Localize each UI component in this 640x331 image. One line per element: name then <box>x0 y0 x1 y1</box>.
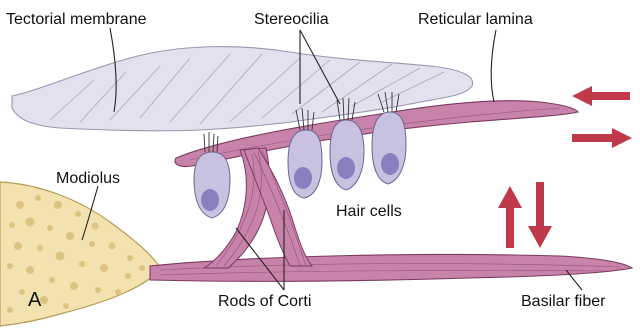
arrow-up-icon <box>498 186 522 248</box>
label-tectorial-membrane: Tectorial membrane <box>6 11 147 28</box>
arrow-left-icon <box>572 86 630 106</box>
label-reticular-lamina: Reticular lamina <box>418 11 533 28</box>
panel-letter: A <box>28 289 42 311</box>
label-rods-of-corti: Rods of Corti <box>218 293 311 310</box>
modiolus-bone <box>0 182 160 326</box>
label-modiolus: Modiolus <box>56 170 120 187</box>
label-hair-cells: Hair cells <box>336 203 402 220</box>
label-stereocilia: Stereocilia <box>254 11 329 28</box>
arrow-right-icon <box>572 128 632 148</box>
arrow-down-icon <box>528 182 552 248</box>
label-basilar-fiber: Basilar fiber <box>521 293 606 310</box>
